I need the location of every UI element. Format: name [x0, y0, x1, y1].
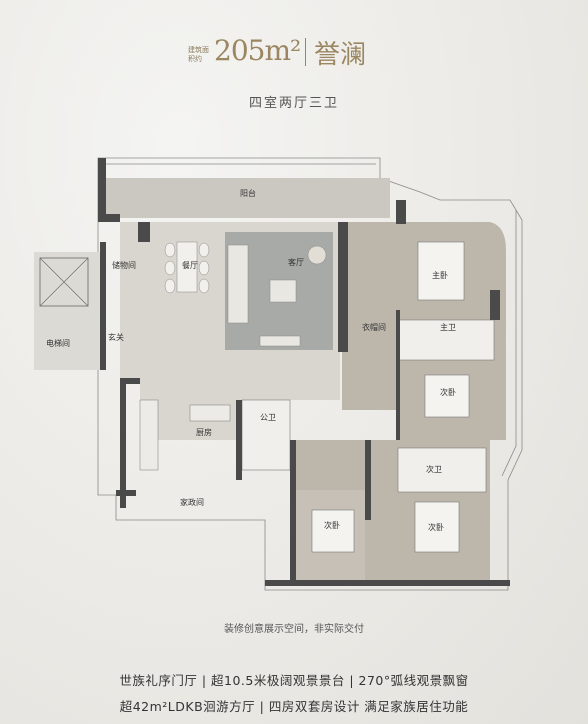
room-label-living: 客厅 — [288, 257, 304, 267]
feature-line-2: 超42m²LDKB洄游方厅 | 四房双套房设计 满足家族居住功能 — [119, 699, 469, 714]
area-value: 205m² — [214, 34, 301, 67]
room-label-second-bath: 次卫 — [426, 464, 442, 474]
sofa — [227, 244, 249, 324]
room-label-balcony: 阳台 — [240, 188, 256, 198]
room-label-entrance: 玄关 — [108, 332, 124, 342]
tv-cabinet — [259, 335, 301, 347]
room-label-cloakroom: 衣帽间 — [362, 322, 386, 332]
armchair — [307, 245, 327, 265]
room-label-master-bedroom: 主卧 — [432, 270, 448, 280]
room-label-elevator: 电梯间 — [46, 338, 70, 348]
bedroom-c-bed — [311, 509, 355, 553]
public-bath-floor — [241, 399, 291, 471]
bedroom-a-bed — [424, 374, 470, 418]
room-label-storage: 储物间 — [112, 260, 136, 270]
kitchen-counter — [139, 399, 159, 471]
feature-line-1: 世族礼序门厅 | 超10.5米极阔观景景台 | 270°弧线观景飘窗 — [119, 673, 469, 688]
room-label-dining: 餐厅 — [182, 261, 198, 270]
coffee-table — [269, 279, 297, 303]
master-bed — [417, 241, 465, 301]
room-label-master-bath: 主卫 — [440, 322, 456, 332]
disclaimer-note: 装修创意展示空间，非实际交付 — [224, 624, 364, 635]
room-label-bedroom-b: 次卧 — [428, 522, 444, 532]
balcony-floor — [106, 178, 390, 218]
room-label-public-bath: 公卫 — [260, 413, 276, 422]
area-caption: 建筑面积约 — [188, 46, 209, 63]
layout-subtitle: 四室两厅三卫 — [248, 96, 339, 111]
elevator-hall-floor — [34, 252, 100, 370]
plan-outlines — [97, 157, 523, 591]
room-label-utility: 家政间 — [180, 497, 204, 507]
brand-title: 誉澜 — [314, 40, 367, 70]
header: 建筑面积约 205m² 誉澜 — [0, 28, 588, 88]
room-label-bedroom-a: 次卧 — [440, 387, 456, 397]
dining-chairs — [164, 242, 210, 294]
room-label-kitchen: 厨房 — [196, 427, 212, 437]
kitchen-island — [189, 404, 231, 422]
dining-table — [176, 241, 198, 293]
elevator-shaft — [39, 257, 89, 307]
bedroom-b-bed — [414, 501, 460, 553]
header-divider — [305, 38, 306, 66]
floor-plan: 阳台 餐厅 客厅 储物间 玄关 电梯间 厨房 家政间 公卫 衣帽间 主卧 主卫 … — [34, 157, 523, 591]
plan-walls — [98, 158, 510, 586]
second-bath-floor — [397, 447, 487, 493]
master-bath-floor — [397, 319, 495, 361]
room-label-bedroom-c: 次卧 — [324, 520, 340, 530]
